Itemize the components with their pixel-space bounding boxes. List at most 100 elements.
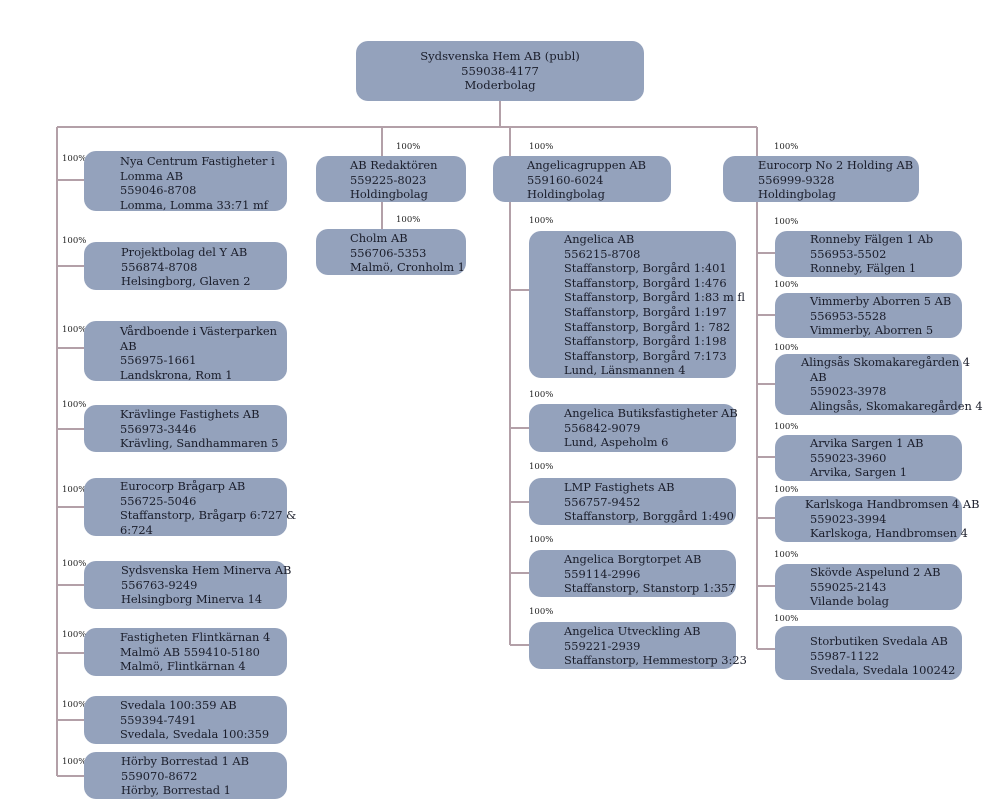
subsidiary-box: LMP Fastighets AB 556757-9452 Staffansto… xyxy=(529,478,736,525)
ownership-percent: 100% xyxy=(529,607,554,617)
property: Staffanstorp, Borgård 1:476 xyxy=(564,275,727,290)
property: Hörby, Borrestad 1 xyxy=(121,783,231,798)
ownership-percent: 100% xyxy=(774,422,799,432)
property: Staffanstorp, Borggård 1:490 xyxy=(564,509,734,524)
subsidiary-box: Nya Centrum Fastigheter i Lomma AB 55904… xyxy=(84,151,287,212)
ownership-percent: 100% xyxy=(62,400,87,410)
property: Karlskoga, Handbromsen 4 xyxy=(810,526,968,541)
ownership-percent: 100% xyxy=(396,142,421,152)
org-number: 556215-8708 xyxy=(564,246,641,261)
property: Staffanstorp, Borgård 1: 782 xyxy=(564,319,731,334)
property: Krävling, Sandhammaren 5 xyxy=(120,436,279,451)
property: Vimmerby, Aborren 5 xyxy=(810,323,934,338)
subsidiary-box: Sydsvenska Hem Minerva AB 556763-9249 He… xyxy=(84,561,292,609)
ownership-percent: 100% xyxy=(529,462,554,472)
company-name: Projektbolag del Y AB xyxy=(121,245,248,259)
subsidiary-box: Skövde Aspelund 2 AB 559025-2143 Vilande… xyxy=(775,564,962,610)
ownership-percent: 100% xyxy=(62,485,87,495)
org-number: 55987-1122 xyxy=(810,648,880,663)
property: Staffanstorp, Stanstorp 1:357 xyxy=(564,581,736,596)
company-name: Skövde Aspelund 2 AB xyxy=(810,565,941,579)
subsidiary-box: Arvika Sargen 1 AB 559023-3960 Arvika, S… xyxy=(775,435,962,481)
ownership-percent: 100% xyxy=(774,142,799,152)
org-number: 559225-8023 xyxy=(350,172,427,187)
company-name: AB Redaktören xyxy=(350,158,438,172)
holding-box: AB Redaktören 559225-8023 Holdingbolag xyxy=(316,156,466,202)
property: Arvika, Sargen 1 xyxy=(810,465,907,480)
company-name: Nya Centrum Fastigheter i xyxy=(120,154,275,168)
ownership-percent: 100% xyxy=(774,614,799,624)
property: Lund, Länsmannen 4 xyxy=(564,363,686,378)
company-name-cont: AB xyxy=(810,369,827,384)
subsidiary-box: Fastigheten Flintkärnan 4 Malmö AB 55941… xyxy=(84,628,287,676)
org-number: 559025-2143 xyxy=(810,579,887,594)
property: Staffanstorp, Borgård 7:173 xyxy=(564,348,727,363)
org-number: Malmö AB 559410-5180 xyxy=(120,644,260,659)
property: Staffanstorp, Hemmestorp 3:23 xyxy=(564,653,747,668)
ownership-percent: 100% xyxy=(62,236,87,246)
property: Landskrona, Rom 1 xyxy=(120,367,233,382)
company-name-cont: AB xyxy=(120,338,137,353)
org-number: 556874-8708 xyxy=(121,259,198,274)
org-number: 559114-2996 xyxy=(564,566,641,581)
subsidiary-box: Vimmerby Aborren 5 AB 556953-5528 Vimmer… xyxy=(775,293,962,338)
org-number: 559070-8672 xyxy=(121,768,198,783)
company-name: Karlskoga Handbromsen 4 AB xyxy=(805,497,980,511)
property: Malmö, Cronholm 1 xyxy=(350,260,465,275)
company-name: Vårdboende i Västerparken xyxy=(120,324,277,338)
company-name: Svedala 100:359 AB xyxy=(120,698,237,712)
ownership-percent: 100% xyxy=(62,154,87,164)
subsidiary-box: Angelica Butiksfastigheter AB 556842-907… xyxy=(529,404,738,452)
ownership-percent: 100% xyxy=(62,700,87,710)
org-number: 556763-9249 xyxy=(121,577,198,592)
property: Lund, Aspeholm 6 xyxy=(564,435,669,450)
ownership-percent: 100% xyxy=(529,142,554,152)
org-number: 556757-9452 xyxy=(564,494,641,509)
org-number: 556725-5046 xyxy=(120,493,197,508)
subsidiary-box: Karlskoga Handbromsen 4 AB 559023-3994 K… xyxy=(775,496,980,542)
subsidiary-box: Angelica Borgtorpet AB 559114-2996 Staff… xyxy=(529,550,736,597)
ownership-percent: 100% xyxy=(396,215,421,225)
ownership-percent: 100% xyxy=(62,630,87,640)
company-status: Vilande bolag xyxy=(810,594,889,609)
property: Ronneby, Fälgen 1 xyxy=(810,261,917,276)
ownership-percent: 100% xyxy=(62,559,87,569)
ownership-percent: 100% xyxy=(529,216,554,226)
org-number: 556953-5528 xyxy=(810,308,887,323)
property: Alingsås, Skomakaregården 4 xyxy=(810,398,983,413)
subsidiary-box: Ronneby Fälgen 1 Ab 556953-5502 Ronneby,… xyxy=(775,231,962,277)
company-name: Sydsvenska Hem Minerva AB xyxy=(121,563,292,577)
ownership-percent: 100% xyxy=(62,325,87,335)
company-name-cont: Lomma AB xyxy=(120,168,184,183)
ownership-percent: 100% xyxy=(62,757,87,767)
org-number: 556999-9328 xyxy=(758,172,835,187)
property: Staffanstorp, Borgård 1:198 xyxy=(564,334,727,349)
org-number: 559023-3960 xyxy=(810,450,887,465)
company-name: Alingsås Skomakaregården 4 xyxy=(801,355,971,369)
holding-box: Eurocorp No 2 Holding AB 556999-9328 Hol… xyxy=(723,156,919,202)
company-name: Ronneby Fälgen 1 Ab xyxy=(810,232,934,246)
company-name: Eurocorp No 2 Holding AB xyxy=(758,158,914,172)
company-role: Holdingbolag xyxy=(350,187,428,202)
company-role: Holdingbolag xyxy=(758,187,836,202)
subsidiary-box: Projektbolag del Y AB 556874-8708 Helsin… xyxy=(84,242,287,290)
org-number: 556973-3446 xyxy=(120,421,197,436)
property-cont: 6:724 xyxy=(120,522,153,537)
subsidiary-box: Angelica AB 556215-8708 Staffanstorp, Bo… xyxy=(529,231,745,378)
subsidiary-box: Hörby Borrestad 1 AB 559070-8672 Hörby, … xyxy=(84,752,287,799)
property: Staffanstorp, Brågarp 6:727 & xyxy=(120,508,297,523)
subsidiary-box: Krävlinge Fastighets AB 556973-3446 Kräv… xyxy=(84,405,287,452)
org-number: 559023-3994 xyxy=(810,511,887,526)
property: Helsingborg, Glaven 2 xyxy=(121,274,251,289)
org-number: 556975-1661 xyxy=(120,353,197,368)
company-name: Cholm AB xyxy=(350,231,408,245)
company-role: Holdingbolag xyxy=(527,187,605,202)
company-name: Fastigheten Flintkärnan 4 xyxy=(120,630,271,644)
subsidiary-box: Angelica Utveckling AB 559221-2939 Staff… xyxy=(529,622,747,669)
org-number: 556706-5353 xyxy=(350,245,427,260)
company-name: Angelica Borgtorpet AB xyxy=(564,552,702,566)
company-name: Angelica Butiksfastigheter AB xyxy=(564,406,738,420)
ownership-percent: 100% xyxy=(774,485,799,495)
org-number: 559046-8708 xyxy=(120,183,197,198)
